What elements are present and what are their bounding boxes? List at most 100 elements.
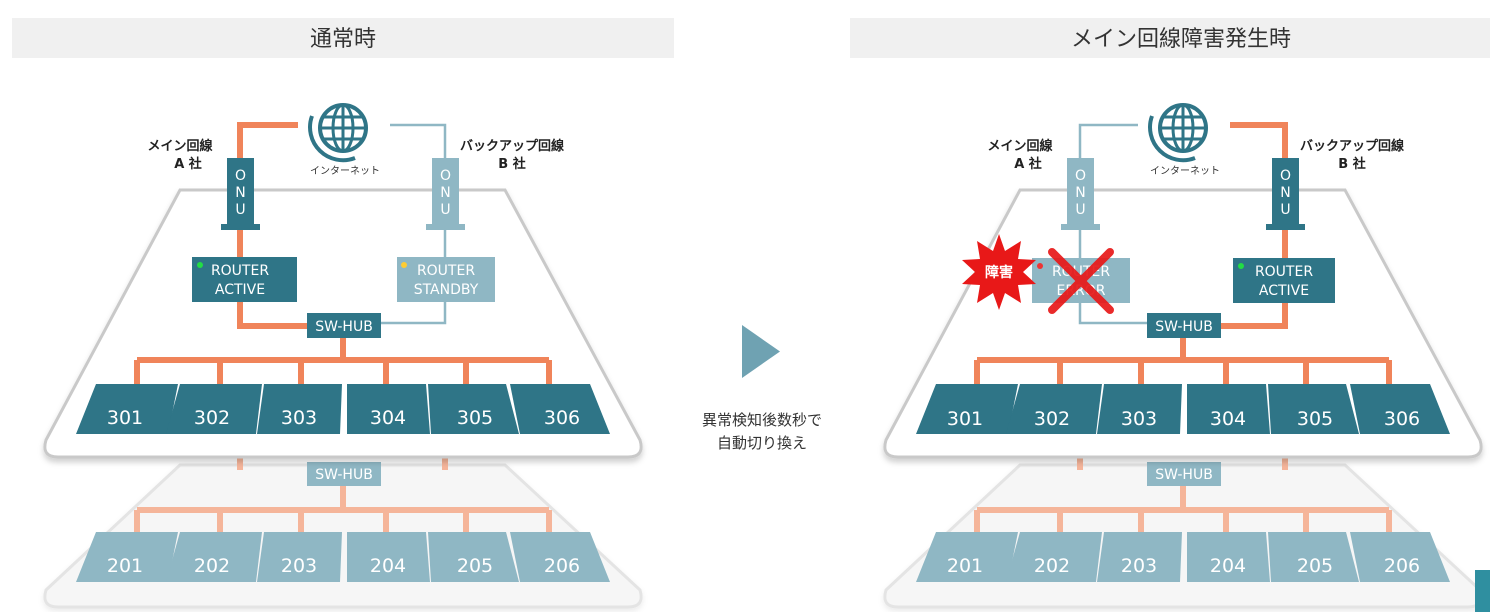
corner-tab — [1475, 570, 1490, 612]
room-304 — [347, 384, 430, 434]
transition: 異常検知後数秒で 自動切り換え — [702, 325, 822, 452]
room-306 — [510, 384, 610, 434]
onu-main: O N U — [1061, 158, 1100, 230]
starburst-icon — [962, 234, 1036, 310]
onu-backup-letter-3: U — [440, 202, 450, 218]
sw-hub-upper-label: SW-HUB — [315, 319, 373, 335]
room-206-label: 206 — [544, 555, 580, 577]
room-301 — [76, 384, 178, 434]
floor-lower: SW-HUB 201 202 203 204 205 206 — [43, 448, 643, 609]
room-203 — [1097, 532, 1182, 582]
room-303 — [1097, 384, 1182, 434]
room-205-label: 205 — [457, 555, 493, 577]
panel-header-title: メイン回線障害発生時 — [1071, 27, 1291, 52]
sw-hub-upper-label: SW-HUB — [1155, 319, 1213, 335]
isp-backup-name: バックアップ回線 — [1300, 138, 1405, 154]
router-backup-status-led — [401, 262, 407, 268]
onu-backup-letter-3: U — [1280, 202, 1290, 218]
triangle-right-icon — [742, 325, 780, 378]
onu-backup: O N U — [1266, 158, 1305, 230]
room-301 — [916, 384, 1018, 434]
panel-header-bar — [12, 18, 674, 58]
room-205 — [1268, 532, 1359, 582]
onu-backup: O N U — [426, 158, 465, 230]
room-201-label: 201 — [107, 555, 143, 577]
isp-main-company: A 社 — [1014, 156, 1042, 172]
room-205-label: 205 — [1297, 555, 1333, 577]
main-line-upstream — [1078, 123, 1138, 158]
sw-hub-lower-label: SW-HUB — [1155, 467, 1213, 483]
failure-badge-label: 障害 — [985, 264, 1013, 281]
onu-main-letter-3: U — [1075, 202, 1085, 218]
sw-hub-upper — [307, 313, 381, 338]
room-303 — [257, 384, 342, 434]
router-backup-line2: STANDBY — [414, 282, 479, 298]
panel-header-bar — [850, 18, 1490, 58]
router-backup: ROUTER STANDBY — [397, 257, 495, 302]
onu-main-letter-2: N — [235, 185, 245, 201]
onu-main-letter-1: O — [1075, 168, 1086, 184]
room-304-label: 304 — [1210, 408, 1246, 430]
router-main-status-led — [1037, 263, 1043, 269]
room-206 — [510, 532, 610, 582]
room-302 — [1006, 384, 1102, 434]
router-main: ROUTER ACTIVE — [192, 257, 297, 302]
onu-backup-letter-2: N — [440, 185, 450, 201]
transition-line2: 自動切り換え — [717, 434, 807, 452]
panel-failure: メイン回線障害発生時 SW-HUB — [850, 18, 1490, 612]
network-lines — [974, 122, 1392, 384]
room-301-label: 301 — [947, 408, 983, 430]
room-303-label: 303 — [281, 407, 317, 429]
room-305-label: 305 — [457, 407, 493, 429]
isp-backup-name: バックアップ回線 — [460, 138, 565, 154]
room-305 — [428, 384, 519, 434]
internet-label: インターネット — [1150, 165, 1220, 177]
room-304-label: 304 — [370, 407, 406, 429]
room-206 — [1350, 532, 1450, 582]
room-302 — [166, 384, 262, 434]
panel-header-title: 通常時 — [310, 27, 376, 52]
backup-line-upstream — [390, 123, 447, 158]
room-306 — [1350, 384, 1450, 434]
onu-main-letter-2: N — [1075, 185, 1085, 201]
room-302-label: 302 — [1034, 408, 1070, 430]
room-301-label: 301 — [107, 407, 143, 429]
router-backup-line2: ACTIVE — [1259, 283, 1309, 299]
internet-label: インターネット — [310, 165, 380, 177]
router-backup-line1: ROUTER — [1255, 264, 1313, 280]
room-202 — [1006, 532, 1102, 582]
room-201 — [916, 532, 1018, 582]
room-306-label: 306 — [1384, 408, 1420, 430]
room-206-label: 206 — [1384, 555, 1420, 577]
room-302-label: 302 — [194, 407, 230, 429]
room-202 — [166, 532, 262, 582]
onu-backup-letter-1: O — [1280, 168, 1291, 184]
isp-main-company: A 社 — [174, 156, 202, 172]
sw-hub-upper — [1147, 313, 1221, 338]
room-306-label: 306 — [544, 407, 580, 429]
router-to-hub-main — [1078, 302, 1147, 325]
router-to-hub-backup — [381, 302, 447, 325]
network-lines — [134, 122, 552, 384]
distribution-lines — [134, 338, 552, 384]
room-202-label: 202 — [194, 555, 230, 577]
router-to-hub-backup — [1221, 302, 1288, 329]
room-204 — [347, 532, 430, 582]
backup-line-upstream — [1230, 122, 1288, 158]
onu-main-letter-3: U — [235, 202, 245, 218]
room-203-label: 203 — [281, 555, 317, 577]
panel-normal: 通常時 SW-HUB 201 — [12, 18, 674, 609]
onu-backup-letter-1: O — [440, 168, 451, 184]
router-main-line1: ROUTER — [211, 263, 269, 279]
room-201 — [76, 532, 178, 582]
main-line-upstream — [237, 122, 298, 158]
room-202-label: 202 — [1034, 555, 1070, 577]
room-205 — [428, 532, 519, 582]
floor-lower: SW-HUB 201 202 203 204 205 206 — [883, 448, 1483, 609]
globe-icon — [1148, 103, 1208, 163]
router-backup-status-led — [1238, 263, 1244, 269]
room-303-label: 303 — [1121, 408, 1157, 430]
isp-main-name: メイン回線 — [987, 138, 1053, 154]
